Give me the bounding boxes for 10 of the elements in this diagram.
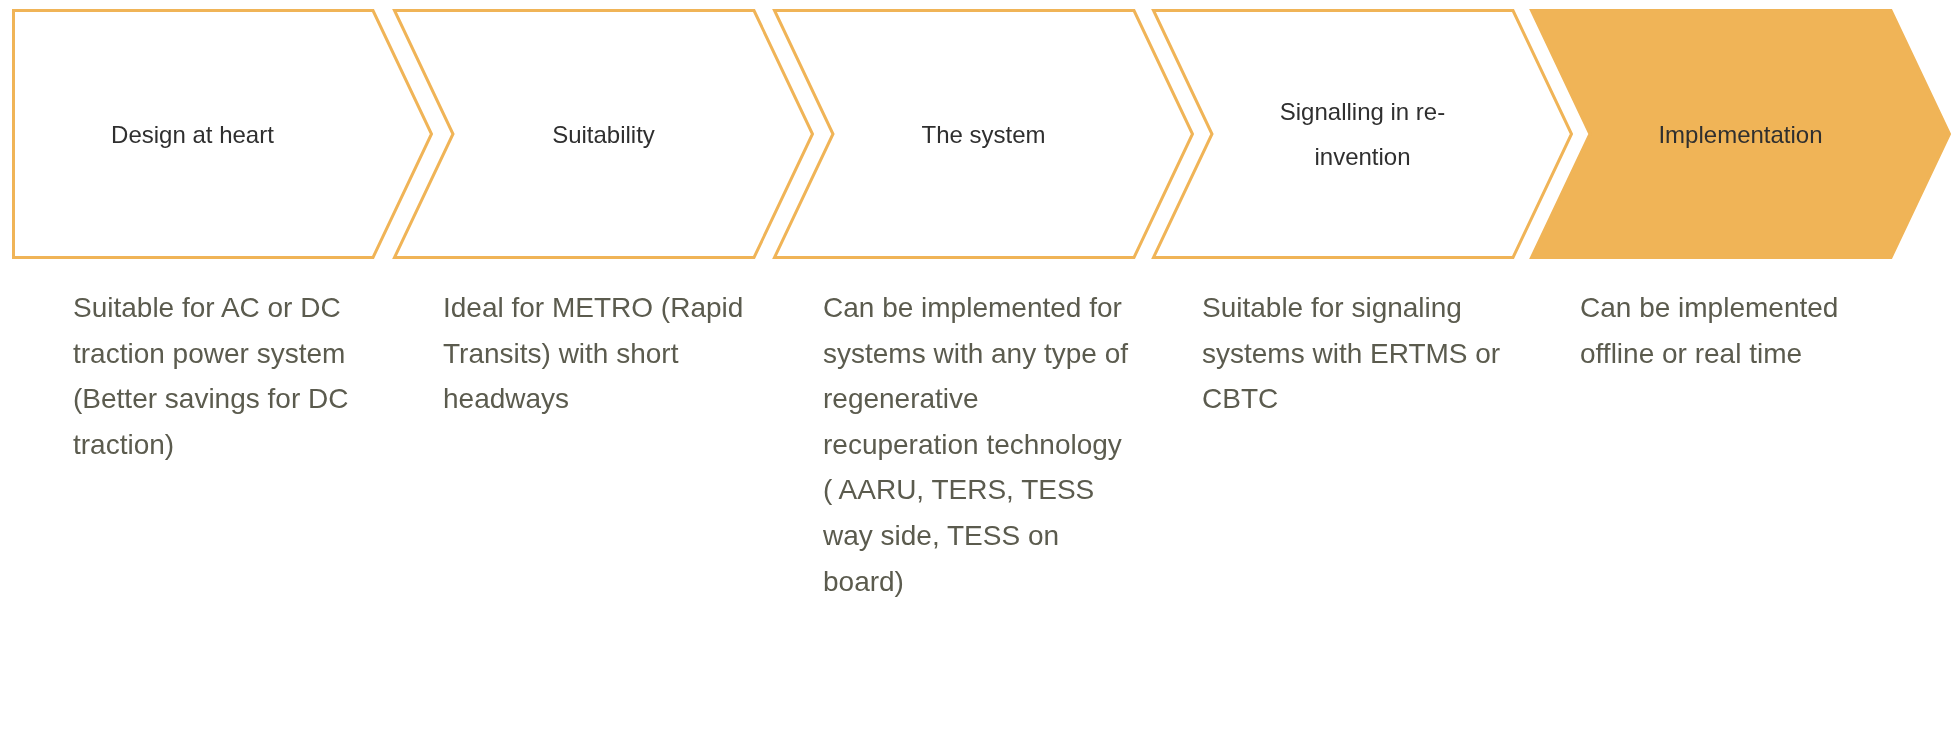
step-title: Implementation: [1658, 119, 1823, 150]
step-description: Suitable for signaling systems with ERTMS or CBTC: [1202, 291, 1502, 417]
step-title: Suitability: [552, 119, 655, 150]
step-description: Suitable for AC or DC traction power system (Better savings for DC traction): [73, 291, 350, 462]
step-title: The system: [921, 119, 1046, 150]
step-description: Can be implemented for systems with any type of regenerative recuperation technology ( AARU, TERS, TESS way side, TESS on board): [823, 291, 1129, 599]
step-description: Ideal for METRO (Rapid Transits) with short headways: [443, 291, 745, 417]
step-title: Design at heart: [111, 119, 274, 150]
step-title: Signalling in re-invention: [1278, 97, 1447, 172]
step-description: Can be implemented offline or real time: [1580, 291, 1840, 371]
